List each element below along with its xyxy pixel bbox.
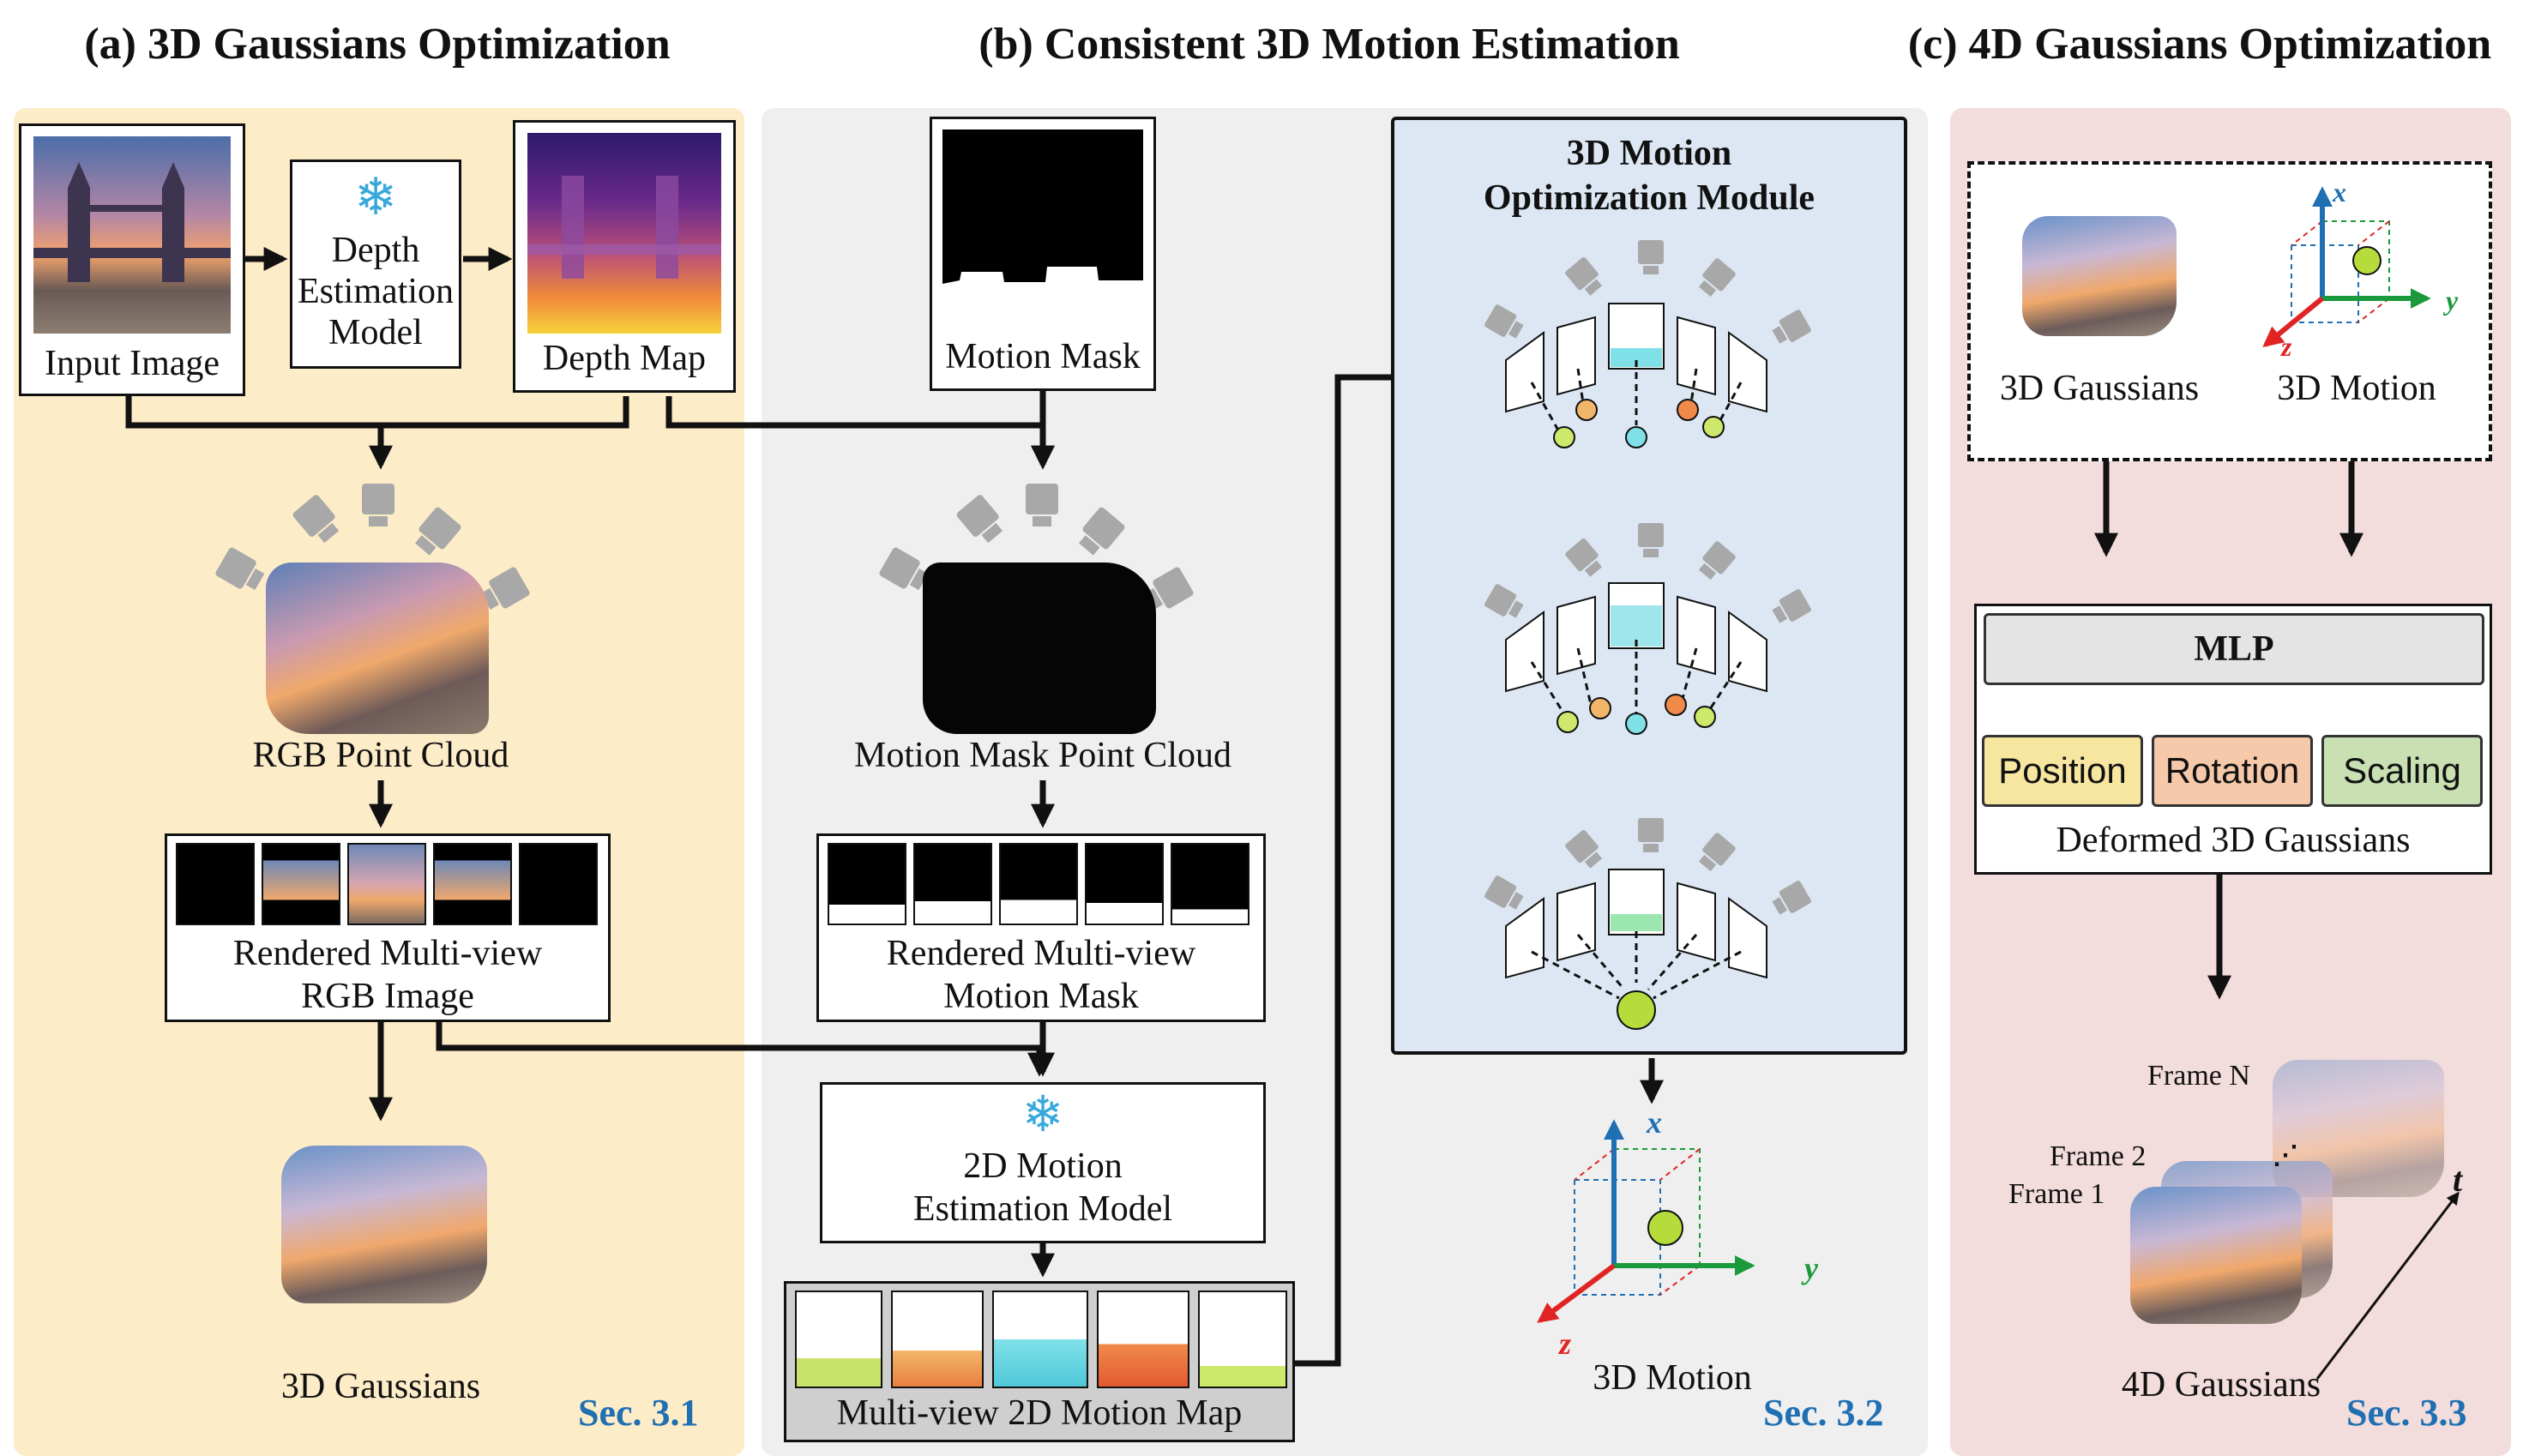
position-block: Position (1982, 735, 2143, 807)
axis-x-label-c: x (2333, 177, 2346, 208)
motion-map-label: Multi-view 2D Motion Map (836, 1393, 1243, 1433)
module-title-line-1: 3D Motion (1566, 134, 1732, 173)
motion-model-line-1: 2D Motion (963, 1146, 1123, 1186)
rotation-block: Rotation (2152, 735, 2313, 807)
motion-c-label: 3D Motion (2277, 369, 2436, 408)
motion-mask-label: Motion Mask (945, 337, 1141, 376)
rendered-mask-view-1 (828, 843, 906, 925)
rendered-mask-view-5 (1171, 843, 1249, 925)
depth-map-box: Depth Map (513, 120, 736, 393)
motion-map-view-5 (1198, 1291, 1287, 1388)
motion-estimation-model-box: ❄ 2D Motion Estimation Model (820, 1082, 1266, 1243)
axis-z-label-b: z (1559, 1327, 1572, 1361)
motion-mask-image (942, 129, 1143, 335)
module-step-1 (1484, 240, 1811, 448)
axis-y-label-c: y (2446, 285, 2459, 316)
mlp-block: MLP (1984, 613, 2484, 685)
motion-3d-axes-b (1537, 1119, 1755, 1323)
frame-2-label: Frame 2 (2050, 1140, 2147, 1172)
snowflake-icon: ❄ (1021, 1085, 1064, 1143)
rendered-rgb-view-2 (262, 843, 340, 925)
frame-n-label: Frame N (2147, 1060, 2250, 1092)
rendered-rgb-line-1: Rendered Multi-view (232, 934, 543, 973)
depth-map-image (527, 133, 721, 334)
title-b: (b) Consistent 3D Motion Estimation (978, 20, 1680, 69)
rendered-mask-view-2 (913, 843, 992, 925)
motion-mask-point-cloud-image (923, 563, 1156, 734)
motion-map-view-2 (891, 1291, 984, 1388)
depth-map-label: Depth Map (542, 339, 707, 378)
frame-1-image (2130, 1187, 2302, 1324)
mlp-deform-box: MLP Position Rotation Scaling Deformed 3… (1974, 604, 2492, 875)
input-image-box: Input Image (19, 123, 245, 396)
axis-z-label-c: z (2281, 331, 2292, 362)
sec-3-3: Sec. 3.3 (2346, 1392, 2467, 1434)
rgb-point-cloud-image (266, 563, 489, 734)
motion-3d-label-b: 3D Motion (1593, 1358, 1752, 1398)
depth-model-line-2: Estimation (298, 272, 454, 311)
motion-mask-point-cloud-label: Motion Mask Point Cloud (854, 736, 1231, 775)
rendered-rgb-view-4 (433, 843, 512, 925)
axis-y-label-b: y (1804, 1251, 1818, 1285)
motion-map-view-3 (992, 1291, 1088, 1388)
motion-model-line-2: Estimation Model (912, 1189, 1173, 1229)
depth-model-line-3: Model (328, 313, 423, 352)
rendered-rgb-view-5 (519, 843, 598, 925)
tower-bridge-icon (33, 162, 231, 282)
gaussians-motion-box: 3D Gaussians 3D Motion (1967, 161, 2492, 461)
motion-map-view-1 (795, 1291, 882, 1388)
module-step-2 (1484, 523, 1811, 735)
rendered-rgb-line-2: RGB Image (301, 977, 474, 1016)
depth-model-line-1: Depth (331, 231, 420, 270)
rendered-mask-box: Rendered Multi-view Motion Mask (816, 833, 1266, 1022)
title-a: (a) 3D Gaussians Optimization (84, 20, 671, 69)
input-image-label: Input Image (44, 344, 220, 383)
module-step-3 (1484, 818, 1811, 1030)
camera-icons-a (215, 484, 530, 610)
motion-map-view-4 (1097, 1291, 1189, 1388)
rendered-mask-line-2: Motion Mask (943, 977, 1139, 1016)
gaussians-a-image (281, 1146, 487, 1303)
rendered-mask-line-1: Rendered Multi-view (886, 934, 1196, 973)
scaling-block: Scaling (2321, 735, 2483, 807)
sec-3-1: Sec. 3.1 (578, 1392, 699, 1434)
time-axis-label: t (2453, 1160, 2463, 1199)
deformed-gaussians-label: Deformed 3D Gaussians (2056, 821, 2411, 860)
rgb-point-cloud-label: RGB Point Cloud (252, 736, 509, 775)
snowflake-icon: ❄ (353, 167, 398, 227)
axis-x-label-b: x (1647, 1105, 1662, 1140)
motion-3d-axes-c (2262, 186, 2431, 348)
rendered-rgb-view-3 (347, 843, 426, 925)
motion-map-box: Multi-view 2D Motion Map (784, 1281, 1295, 1442)
camera-icons-b (879, 484, 1194, 610)
frame-1-label: Frame 1 (2008, 1178, 2105, 1210)
four-d-gaussians-label: 4D Gaussians (2121, 1365, 2321, 1405)
sec-3-2: Sec. 3.2 (1763, 1392, 1884, 1434)
rendered-mask-view-3 (999, 843, 1078, 925)
input-image (33, 136, 231, 334)
gaussians-c-image (2022, 216, 2177, 336)
gaussians-c-label: 3D Gaussians (1999, 369, 2200, 408)
frame-ellipsis: ⋰ (2273, 1141, 2298, 1170)
rendered-rgb-view-1 (176, 843, 255, 925)
title-c: (c) 4D Gaussians Optimization (1907, 20, 2492, 69)
motion-mask-box: Motion Mask (930, 117, 1156, 391)
motion-mask-shape (942, 267, 1143, 335)
module-title-line-2: Optimization Module (1483, 178, 1815, 218)
depth-bridge-icon (527, 176, 721, 279)
gaussians-a-label: 3D Gaussians (280, 1367, 481, 1406)
rendered-mask-view-4 (1085, 843, 1164, 925)
depth-estimation-model-box: ❄ Depth Estimation Model (290, 159, 461, 369)
rendered-rgb-box: Rendered Multi-view RGB Image (165, 833, 611, 1022)
